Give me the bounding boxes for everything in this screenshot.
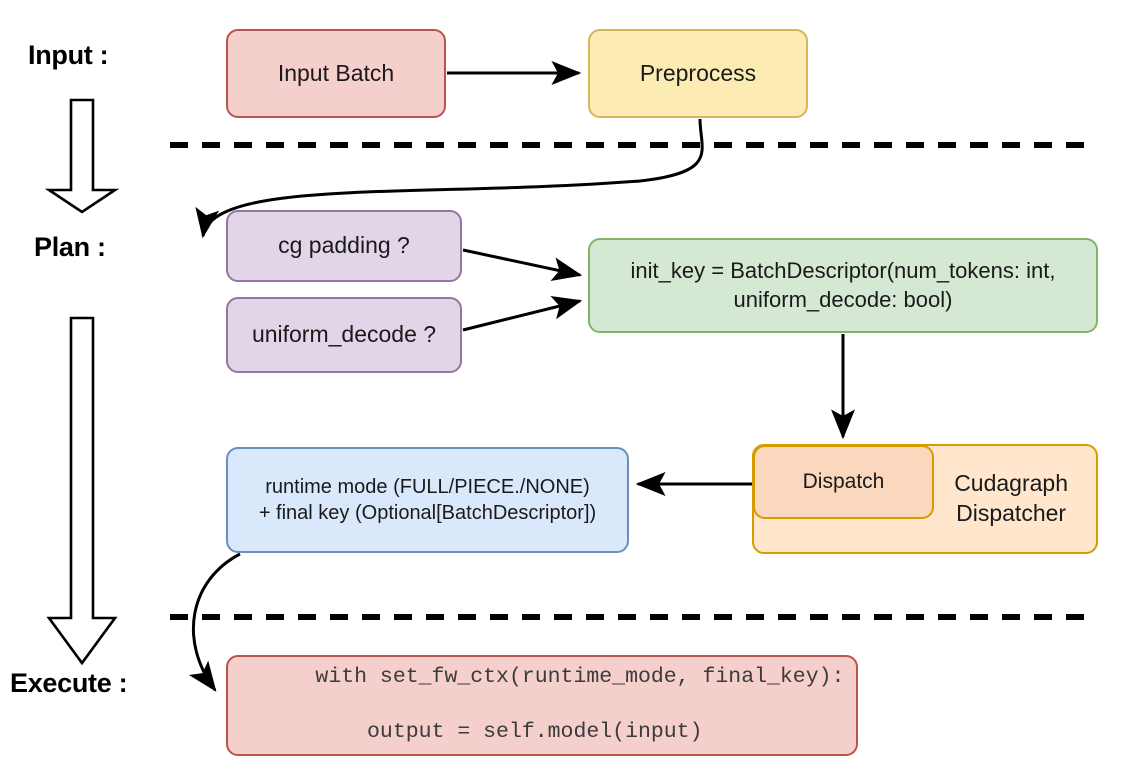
node-runtime-mode-line1: runtime mode (FULL/PIECE./NONE) bbox=[265, 476, 590, 498]
node-init-key[interactable]: init_key = BatchDescriptor(num_tokens: i… bbox=[588, 238, 1098, 333]
node-preprocess-label: Preprocess bbox=[639, 59, 757, 86]
node-runtime-mode[interactable]: runtime mode (FULL/PIECE./NONE) + final … bbox=[226, 447, 629, 553]
input-to-plan-flow-arrow bbox=[44, 98, 120, 214]
node-uniform-decode-label: uniform_decode ? bbox=[251, 321, 437, 348]
stage-label-input: Input : bbox=[28, 40, 109, 70]
node-code-block-line1: with set_fw_ctx(runtime_mode, final_key)… bbox=[315, 664, 845, 689]
node-cudagraph-dispatcher-line1: Cudagraph bbox=[954, 470, 1068, 497]
node-cg-padding[interactable]: cg padding ? bbox=[226, 210, 462, 282]
node-input-batch[interactable]: Input Batch bbox=[226, 29, 446, 118]
node-preprocess[interactable]: Preprocess bbox=[588, 29, 808, 118]
node-input-batch-label: Input Batch bbox=[277, 59, 395, 86]
node-runtime-mode-text: runtime mode (FULL/PIECE./NONE) + final … bbox=[253, 474, 602, 526]
node-init-key-text: init_key = BatchDescriptor(num_tokens: i… bbox=[625, 257, 1062, 314]
node-uniform-decode[interactable]: uniform_decode ? bbox=[226, 297, 462, 373]
node-cudagraph-dispatcher-text: Cudagraph Dispatcher bbox=[948, 469, 1074, 529]
node-init-key-line1: init_key = BatchDescriptor(num_tokens: i… bbox=[630, 257, 1056, 283]
edge-uniform-decode-to-init-key bbox=[462, 295, 583, 332]
node-code-block-text: with set_fw_ctx(runtime_mode, final_key)… bbox=[238, 636, 844, 775]
node-cudagraph-dispatcher-line2: Dispatcher bbox=[956, 500, 1067, 526]
node-cg-padding-label: cg padding ? bbox=[278, 232, 410, 259]
node-runtime-mode-line2: + final key (Optional[BatchDescriptor]) bbox=[258, 502, 597, 524]
node-init-key-line2: uniform_decode: bool) bbox=[733, 286, 953, 312]
node-code-block-line2: output = self.model(input) bbox=[315, 720, 703, 745]
node-code-block[interactable]: with set_fw_ctx(runtime_mode, final_key)… bbox=[226, 655, 858, 756]
stage-label-plan: Plan : bbox=[34, 232, 106, 262]
stage-label-execute: Execute : bbox=[10, 668, 128, 698]
node-dispatch-label: Dispatch bbox=[802, 470, 885, 494]
node-dispatch[interactable]: Dispatch bbox=[753, 445, 934, 519]
edge-cg-padding-to-init-key bbox=[462, 248, 583, 281]
plan-to-execute-flow-arrow bbox=[46, 316, 118, 666]
